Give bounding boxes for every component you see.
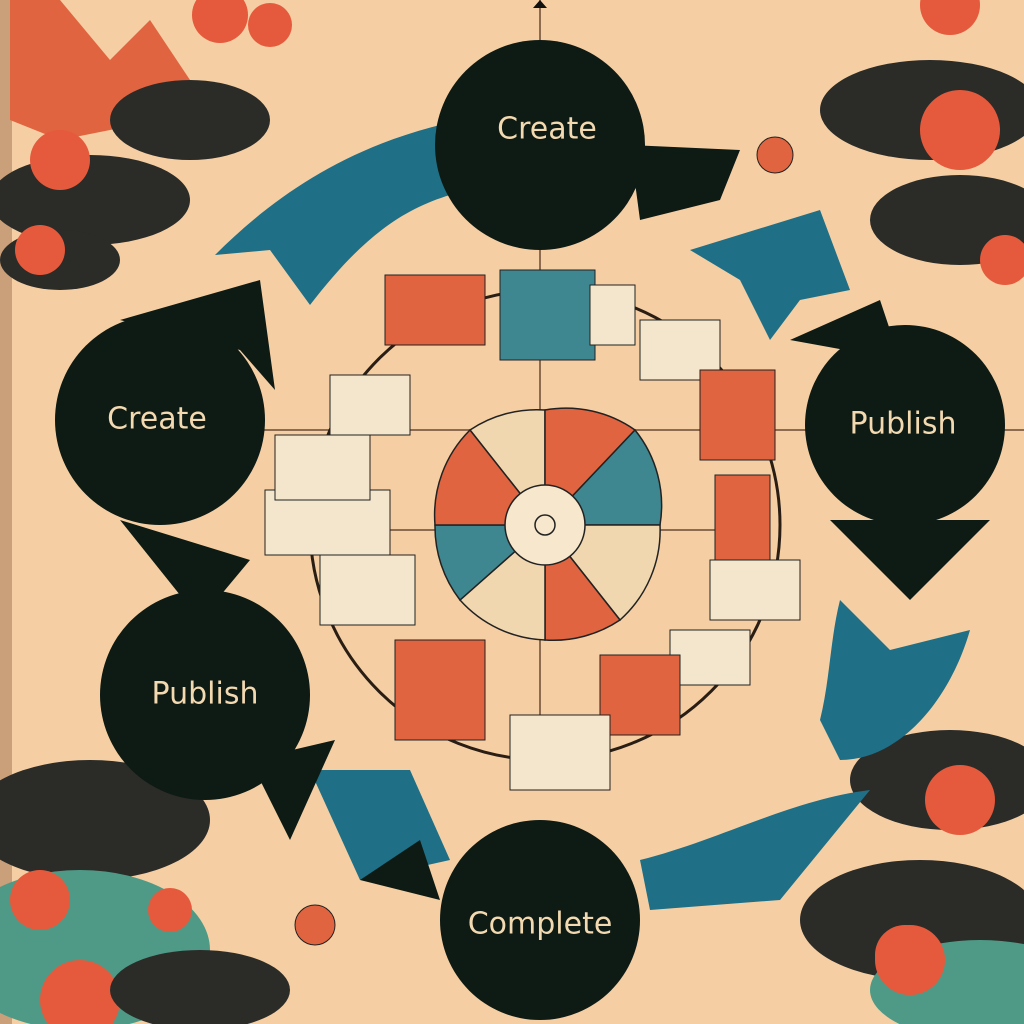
top-arrow-tip — [533, 0, 547, 8]
arrow-top-right — [690, 210, 850, 340]
node-label-publish-right: Publish — [850, 407, 957, 442]
node-label-publish-left: Publish — [152, 677, 259, 712]
arrow-top-left — [215, 125, 450, 305]
node-labels: Create Create Publish Publish Complete — [107, 112, 956, 942]
left-border — [0, 0, 12, 1024]
arrow-bottom — [640, 790, 870, 910]
node-label-create-left: Create — [107, 402, 207, 437]
center-collage — [264, 136, 935, 985]
arrow-right — [820, 600, 970, 760]
node-label-create-top: Create — [497, 112, 597, 147]
node-label-complete: Complete — [468, 907, 613, 942]
node-blobs — [55, 40, 1005, 1020]
